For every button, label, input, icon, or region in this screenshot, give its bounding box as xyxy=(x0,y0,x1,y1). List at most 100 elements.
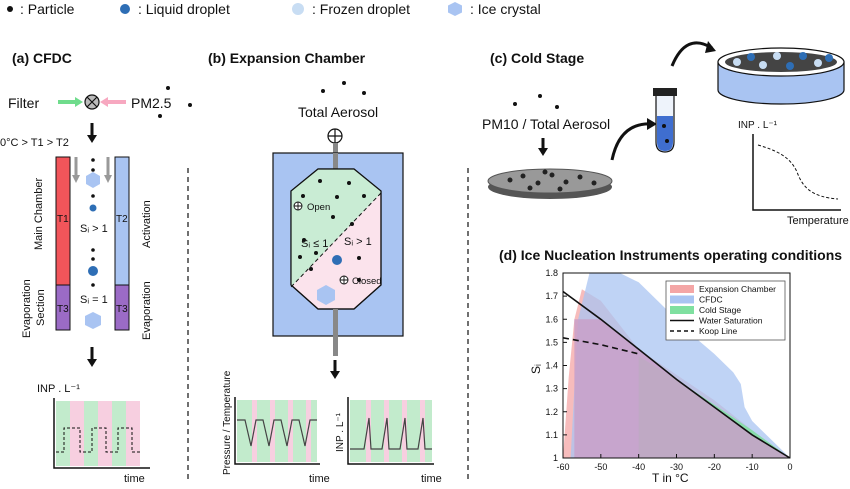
bg-band xyxy=(98,401,112,466)
curved-arrow-2 xyxy=(670,41,713,67)
x-tick-label: -10 xyxy=(746,462,759,472)
y-tick-label: 1.8 xyxy=(545,268,558,278)
liquid-droplet-icon xyxy=(89,204,97,212)
expansion-inp-axes xyxy=(347,397,434,465)
liquid-droplet-icon xyxy=(825,54,833,62)
pressure-y-label: Pressure / Temperature xyxy=(222,370,233,475)
bg-band xyxy=(350,400,432,462)
y-tick-label: 1.3 xyxy=(545,384,558,394)
ice-crystal-icon xyxy=(448,2,462,16)
particle-dot xyxy=(520,173,526,179)
particle-dot xyxy=(309,267,313,271)
particle-dot xyxy=(91,248,95,252)
valve-cross xyxy=(86,96,98,108)
pm25-label: PM2.5 xyxy=(131,95,172,111)
particle-dot xyxy=(350,222,354,226)
x-tick-label: -40 xyxy=(632,462,645,472)
particle-dot xyxy=(302,238,306,242)
koop-line xyxy=(562,337,639,355)
liquid-droplet-icon xyxy=(120,4,130,14)
expansion-inp-signal xyxy=(350,417,432,450)
test-tube xyxy=(653,88,677,153)
particle-dot xyxy=(298,255,302,259)
legend-swatch xyxy=(670,295,694,304)
t2-label: T2 xyxy=(116,214,128,225)
inlet-pipe-inner xyxy=(333,153,338,169)
bg-band xyxy=(70,401,84,466)
legend-entry: Koop Line xyxy=(699,326,738,336)
bg-band xyxy=(384,400,389,462)
t1-label: T1 xyxy=(57,214,69,225)
particle-dot xyxy=(357,256,361,260)
frozen-droplet-icon xyxy=(759,61,767,69)
closed-valve-cross xyxy=(340,276,348,284)
inlet-pipe xyxy=(333,143,338,155)
cfdc-signal xyxy=(56,427,140,453)
particle-dot xyxy=(662,124,666,128)
bg-band xyxy=(306,400,311,462)
y-tick-label: 1.6 xyxy=(545,314,558,324)
chamber-upper-region xyxy=(291,169,381,287)
bg-band xyxy=(288,400,293,462)
particle-dot xyxy=(347,181,351,185)
y-tick-label: 1.2 xyxy=(545,407,558,417)
filter-arrow-head xyxy=(75,97,83,107)
particle-dot xyxy=(591,180,597,186)
t3-wall-left xyxy=(55,284,71,331)
particle-dot xyxy=(555,105,559,109)
liquid-droplet-icon xyxy=(88,266,98,276)
water-saturation-line xyxy=(562,290,791,459)
particle-dot xyxy=(318,179,322,183)
chart-title: (d) Ice Nucleation Instruments operating… xyxy=(499,247,842,263)
particle-dot xyxy=(321,89,325,93)
particle-dot xyxy=(542,169,548,175)
valve-cross xyxy=(328,129,342,143)
x-tick-label: -20 xyxy=(708,462,721,472)
filter-disk xyxy=(487,168,613,199)
bg-band xyxy=(237,400,317,462)
curved-arrow-2-head xyxy=(705,41,716,53)
x-tick-label: -60 xyxy=(556,462,569,472)
particle-dot xyxy=(91,158,95,162)
legend-row: : Particle : Liquid droplet : Frozen dro… xyxy=(7,1,541,17)
particle-dot xyxy=(563,179,569,185)
total-aerosol-label: Total Aerosol xyxy=(298,104,378,120)
legend-frozen: : Frozen droplet xyxy=(312,1,410,17)
particle-dot xyxy=(357,278,361,282)
particle-dot xyxy=(342,81,346,85)
down-arrow-head xyxy=(538,148,548,156)
main-chamber-label: Main Chamber xyxy=(33,178,45,250)
liquid-droplet-icon xyxy=(799,52,807,60)
pressure-x-label: time xyxy=(309,473,330,485)
particle-dot xyxy=(301,194,305,198)
particle-dot xyxy=(91,194,95,198)
particle-dot xyxy=(549,172,555,178)
y-tick-label: 1.5 xyxy=(545,337,558,347)
bg-band xyxy=(56,401,70,466)
particle-dot xyxy=(535,180,541,186)
liquid-droplet-icon xyxy=(332,255,342,265)
legend-entry: CFDC xyxy=(699,295,723,305)
curved-arrow-1-head xyxy=(647,118,657,130)
expansion-inp-x-label: time xyxy=(421,473,442,485)
panel-c-title: (c) Cold Stage xyxy=(490,50,584,66)
particle-dot xyxy=(665,139,669,143)
legend-entry: Expansion Chamber xyxy=(699,284,776,294)
cfdc-y-label: INP . L⁻¹ xyxy=(37,383,80,395)
t3-label-left: T3 xyxy=(57,304,69,315)
outlet-pipe xyxy=(333,309,338,356)
pressure-mini-chart xyxy=(234,397,320,465)
particle-dot xyxy=(362,194,366,198)
chamber-outline xyxy=(290,168,382,310)
bg-band xyxy=(252,400,257,462)
legend-ice: : Ice crystal xyxy=(470,1,541,17)
cold-stage-axes xyxy=(752,134,841,211)
ice-crystal-icon xyxy=(85,312,101,329)
frozen-droplet-icon xyxy=(292,3,304,15)
curved-arrow-1 xyxy=(610,122,653,161)
panel-a-title: (a) CFDC xyxy=(12,50,72,66)
panel-b-title: (b) Expansion Chamber xyxy=(208,50,366,66)
particle-dot xyxy=(91,283,95,287)
panel-c-coldstage: (c) Cold Stage PM10 / Total Aerosol xyxy=(482,41,849,227)
